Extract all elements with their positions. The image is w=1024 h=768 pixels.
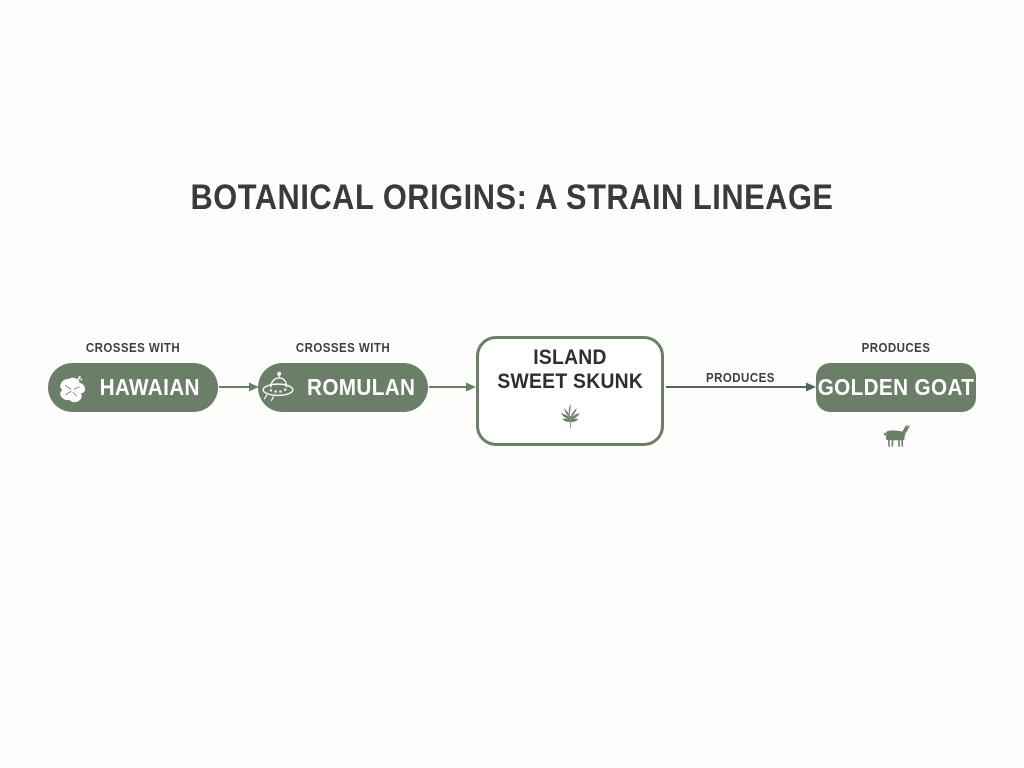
node-caption-romulan: CROSSES WITH [295,341,391,355]
node-label-golden-goat: GOLDEN GOAT [817,374,975,400]
goat-icon [871,416,921,456]
node-golden-goat[interactable]: GOLDEN GOAT [816,363,976,412]
connector-arrow-hawaian-to-romulan [219,382,259,392]
connector-arrow-island-sweet-skunk-to-golden-goat [666,382,816,392]
connector-arrow-romulan-to-island-sweet-skunk [429,382,476,392]
node-label-island-sweet-skunk-line1: ISLAND [533,345,607,369]
node-romulan[interactable]: ROMULAN [258,363,428,412]
node-caption-golden-goat: PRODUCES [861,341,931,355]
cannabis-leaf-icon [555,400,585,435]
node-label-romulan: ROMULAN [306,374,416,400]
ufo-icon [259,371,297,405]
node-label-island-sweet-skunk-line2: SWEET SKUNK [497,370,643,393]
node-label-hawaian: HAWAIAN [99,374,201,400]
hibiscus-flower-icon [54,370,90,406]
node-island-sweet-skunk[interactable]: ISLAND SWEET SKUNK [476,336,664,446]
node-hawaian[interactable]: HAWAIAN [48,363,218,412]
connector-label-produces: PRODUCES [705,371,775,385]
page-title: BOTANICAL ORIGINS: A STRAIN LINEAGE [190,178,834,217]
node-caption-hawaian: CROSSES WITH [85,341,181,355]
